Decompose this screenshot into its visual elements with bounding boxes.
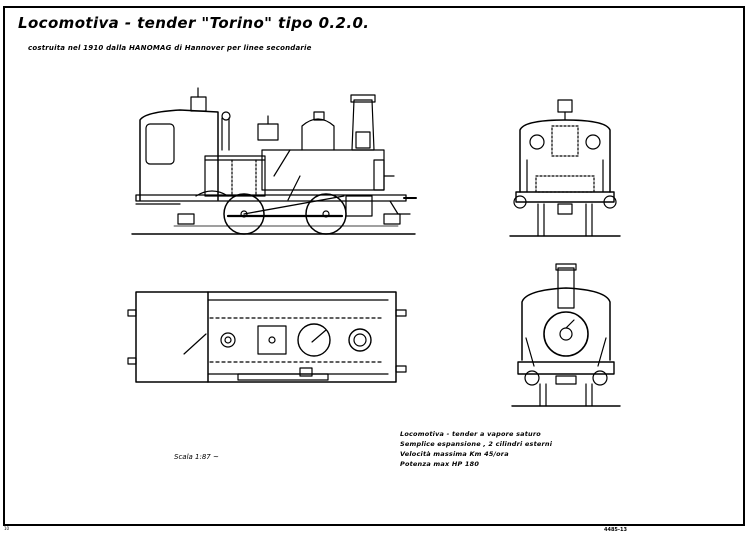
scale-note: Scala 1:87 ~: [174, 453, 219, 461]
spec-line: Locomotiva - tender a vapore saturo: [400, 430, 541, 438]
corner-mark: 10: [4, 526, 10, 531]
drawing-title: Locomotiva - tender "Torino" tipo 0.2.0.: [18, 14, 370, 32]
spec-line: Potenza max HP 180: [400, 460, 480, 468]
plan-view: [127, 291, 407, 383]
spec-line: Velocità massima Km 45/ora: [400, 450, 509, 458]
rear-elevation-view: [509, 99, 621, 237]
front-elevation-view: [511, 263, 621, 407]
drawing-frame: [3, 6, 745, 526]
sheet-number: 4485-13: [604, 527, 627, 533]
drawing-subtitle: costruita nel 1910 dalla HANOMAG di Hann…: [28, 44, 312, 52]
side-elevation-view: [131, 87, 417, 235]
spec-line: Semplice espansione , 2 cilindri esterni: [400, 440, 553, 448]
